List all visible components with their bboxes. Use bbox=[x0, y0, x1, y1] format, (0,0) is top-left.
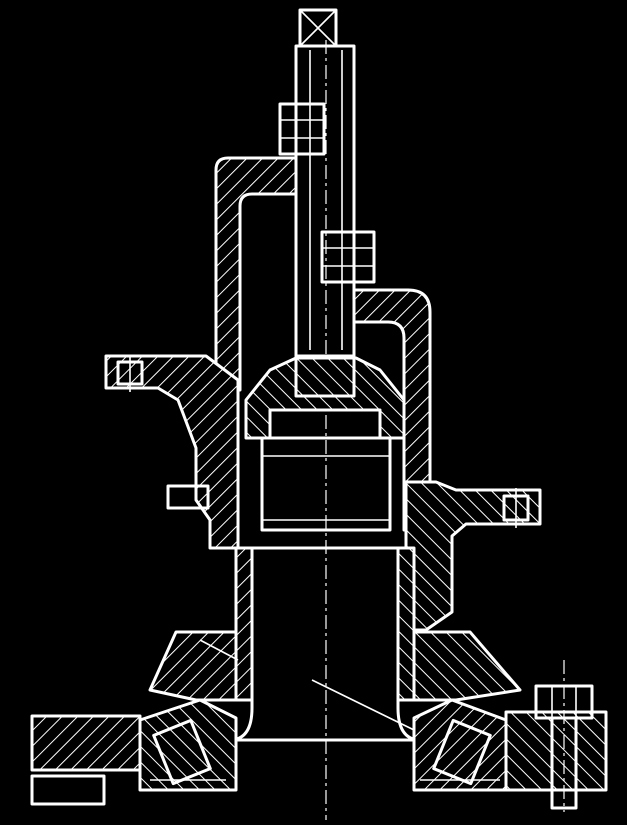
press-sleeve bbox=[260, 436, 392, 532]
hub-shoulder-right bbox=[412, 630, 522, 702]
housing-left-flange bbox=[104, 354, 240, 550]
stud-bolt-right bbox=[534, 660, 594, 812]
pressing-head bbox=[244, 356, 406, 440]
housing-right-flange bbox=[404, 480, 542, 632]
base-foot-left bbox=[30, 774, 106, 806]
construction-line bbox=[311, 679, 415, 731]
upper-hex-nut bbox=[278, 102, 326, 156]
puller-bell-left bbox=[214, 156, 298, 392]
bearing-left bbox=[138, 698, 238, 792]
construction-line bbox=[199, 639, 239, 661]
hub-wall-left bbox=[234, 546, 254, 702]
threaded-spindle bbox=[294, 8, 356, 358]
flange-bolt-right bbox=[502, 488, 530, 528]
flange-bolt-left bbox=[116, 356, 144, 392]
hub-shoulder-left bbox=[148, 630, 238, 702]
hub-wall-right bbox=[396, 546, 416, 702]
hub-bore bbox=[230, 546, 420, 742]
base-plate-right bbox=[504, 710, 608, 792]
housing-tab-left bbox=[166, 484, 210, 510]
lower-hex-nut bbox=[320, 230, 376, 284]
base-plate-left bbox=[30, 714, 142, 772]
puller-bell-right bbox=[352, 288, 432, 532]
head-nut bbox=[294, 354, 356, 398]
bearing-right bbox=[412, 698, 508, 792]
